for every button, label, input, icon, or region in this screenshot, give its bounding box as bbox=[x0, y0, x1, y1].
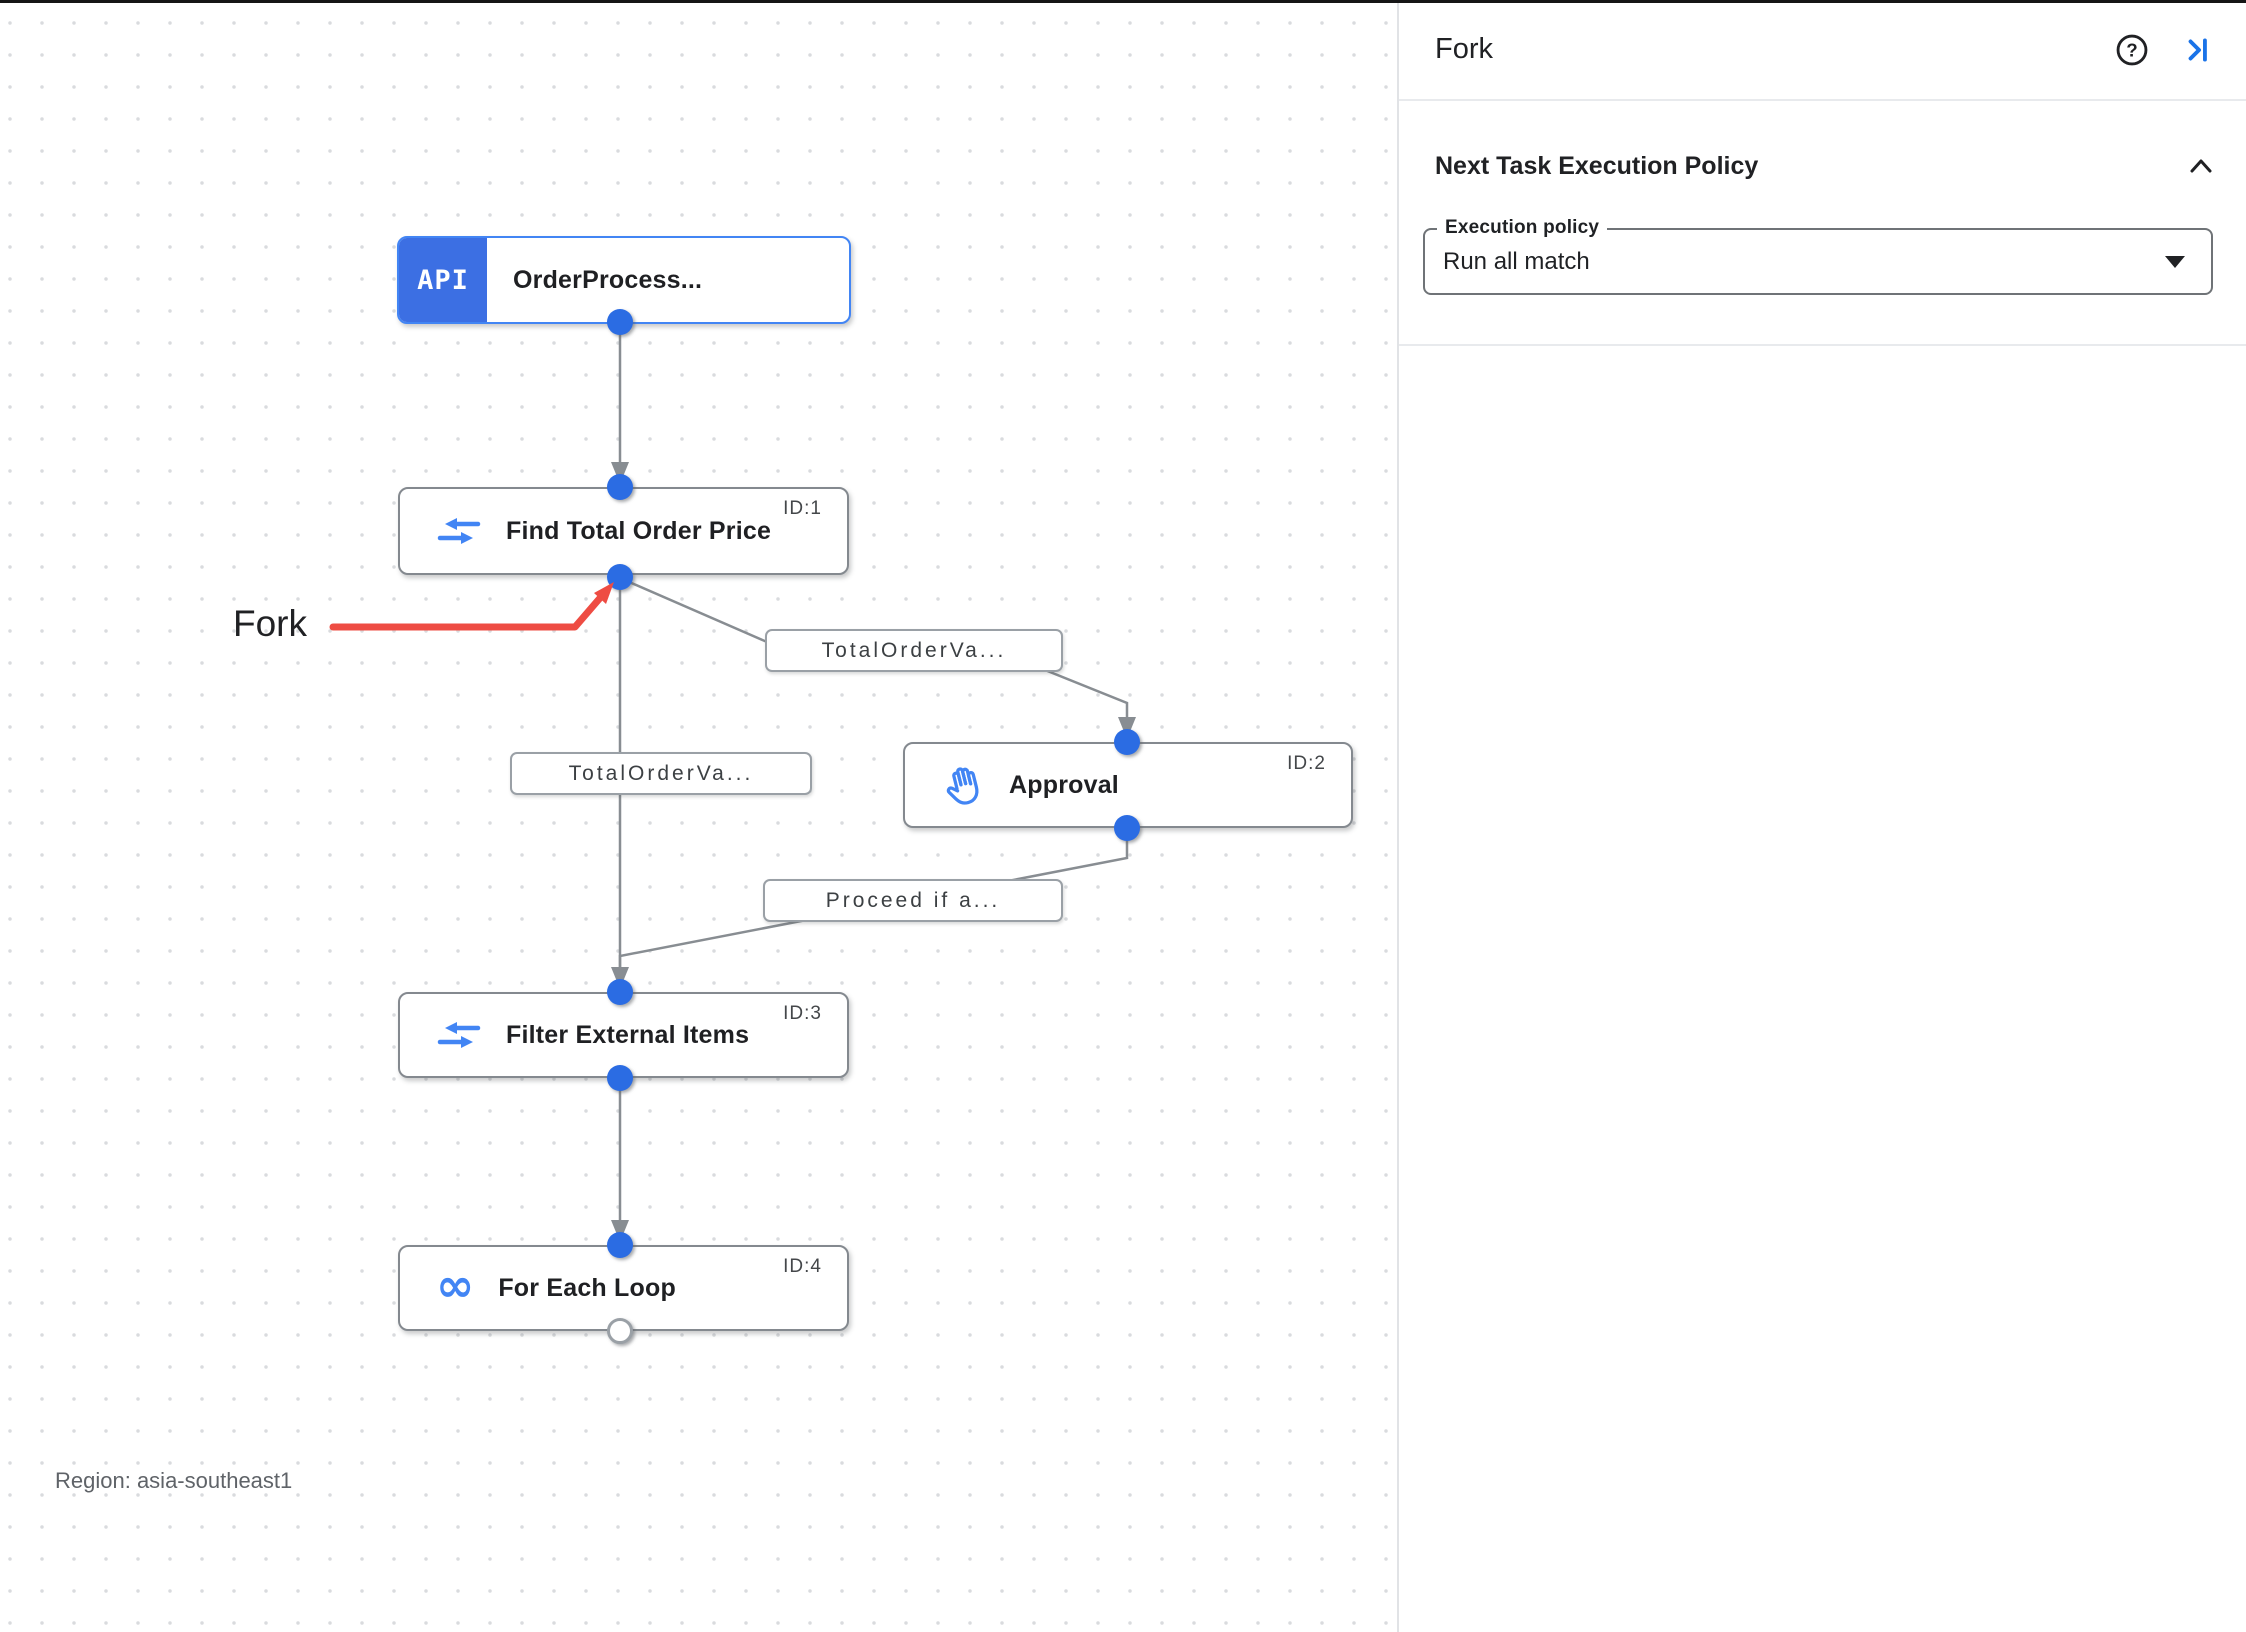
execution-policy-value: Run all match bbox=[1443, 247, 1590, 275]
region-label: Region: asia-southeast1 bbox=[55, 1468, 293, 1493]
data-mapping-icon bbox=[436, 515, 482, 547]
input-port-filter[interactable] bbox=[607, 979, 633, 1005]
panel-header: Fork ? bbox=[1399, 0, 2246, 101]
approval-hand-icon bbox=[941, 762, 987, 808]
edge-label-proceed-if-approved[interactable]: Proceed if a... bbox=[763, 879, 1063, 922]
node-find-total-order-price[interactable]: ID:1 Find Total Order Price bbox=[398, 487, 849, 575]
api-trigger-badge: API bbox=[399, 238, 487, 322]
collapse-panel-button[interactable] bbox=[2176, 28, 2220, 72]
output-port-approval[interactable] bbox=[1114, 815, 1140, 841]
api-badge-label: API bbox=[417, 264, 469, 296]
next-task-policy-section-toggle[interactable]: Next Task Execution Policy bbox=[1435, 138, 2216, 194]
data-mapping-icon bbox=[436, 1019, 482, 1051]
input-port-find[interactable] bbox=[607, 474, 633, 500]
help-button[interactable]: ? bbox=[2110, 28, 2154, 72]
arrowhead-into-foreach bbox=[611, 1220, 629, 1242]
node-for-each-loop[interactable]: ID:4 ∞ For Each Loop bbox=[398, 1245, 849, 1331]
edge-label-total-order-to-approval[interactable]: TotalOrderVa... bbox=[765, 629, 1063, 672]
dropdown-arrow-icon bbox=[2165, 255, 2185, 268]
node-id-badge: ID:2 bbox=[1287, 753, 1326, 774]
chevron-up-icon bbox=[2190, 159, 2212, 173]
workflow-canvas[interactable]: TotalOrderVa... TotalOrderVa... Proceed … bbox=[0, 0, 1397, 1632]
input-port-approval[interactable] bbox=[1114, 729, 1140, 755]
node-title: For Each Loop bbox=[498, 1273, 676, 1302]
node-id-badge: ID:4 bbox=[783, 1256, 822, 1277]
panel-section-divider bbox=[1399, 344, 2246, 346]
help-icon: ? bbox=[2116, 34, 2148, 65]
node-approval[interactable]: ID:2 Approval bbox=[903, 742, 1353, 828]
node-id-badge: ID:1 bbox=[783, 498, 822, 519]
arrowhead-into-filter bbox=[611, 967, 629, 989]
node-id-badge: ID:3 bbox=[783, 1003, 822, 1024]
input-port-foreach[interactable] bbox=[607, 1232, 633, 1258]
window-top-border bbox=[0, 0, 2246, 3]
svg-text:?: ? bbox=[2126, 39, 2137, 60]
execution-policy-label: Execution policy bbox=[1437, 217, 1608, 239]
edge-label-total-order-to-filter[interactable]: TotalOrderVa... bbox=[510, 752, 812, 795]
node-title: Filter External Items bbox=[506, 1020, 750, 1049]
arrowhead-into-approval bbox=[1118, 717, 1136, 739]
fork-annotation-label: Fork bbox=[233, 603, 307, 644]
for-each-loop-icon: ∞ bbox=[436, 1258, 475, 1312]
node-title: Approval bbox=[1009, 770, 1119, 799]
output-port-trigger[interactable] bbox=[607, 309, 633, 335]
output-port-foreach-empty[interactable] bbox=[607, 1318, 633, 1344]
execution-policy-select[interactable]: Execution policy Run all match bbox=[1423, 217, 2213, 295]
section-heading: Next Task Execution Policy bbox=[1435, 151, 1759, 180]
node-title: OrderProcess... bbox=[513, 265, 703, 294]
panel-title: Fork bbox=[1435, 33, 1493, 65]
collapse-panel-icon bbox=[2188, 37, 2207, 62]
node-title: Find Total Order Price bbox=[506, 516, 772, 545]
arrowhead-into-find bbox=[611, 462, 629, 484]
output-port-filter[interactable] bbox=[607, 1065, 633, 1091]
output-port-find-fork[interactable] bbox=[607, 564, 633, 590]
